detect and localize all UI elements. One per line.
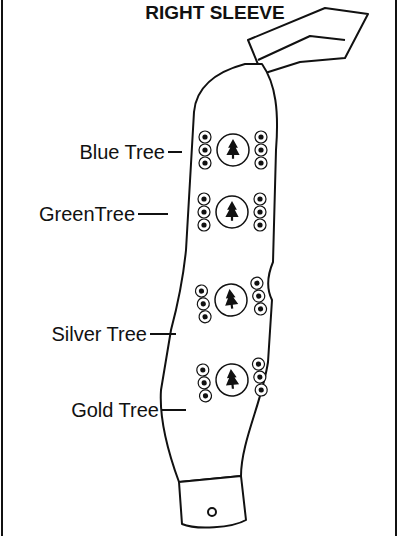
patch-mark <box>201 222 206 227</box>
shoulder-seam <box>258 36 345 60</box>
small-patch <box>198 376 211 389</box>
patch-group <box>199 131 267 169</box>
patch-mark <box>200 367 206 373</box>
patch-group <box>195 276 268 323</box>
leader-line <box>138 213 168 215</box>
tree-symbol <box>224 368 239 389</box>
patch-mark <box>200 301 206 307</box>
tree-patch <box>217 134 249 166</box>
small-patch <box>255 144 267 156</box>
tree-symbol <box>225 201 238 221</box>
frame-line <box>395 0 397 536</box>
patch-mark <box>202 160 207 165</box>
cuff-button <box>208 508 216 516</box>
patch-label: Gold Tree <box>71 399 159 421</box>
patch-mark <box>257 374 263 380</box>
patch-mark <box>258 387 264 393</box>
tree-symbol <box>226 139 239 159</box>
patch-mark <box>201 209 206 214</box>
small-patch <box>253 370 266 383</box>
small-patch <box>252 289 266 303</box>
small-patch <box>195 284 209 298</box>
patch-group <box>198 193 266 231</box>
small-patch <box>255 131 267 143</box>
small-patch <box>198 310 212 324</box>
tree-patch <box>216 196 248 228</box>
patch-mark <box>258 306 264 312</box>
small-patch <box>199 157 211 169</box>
patch-mark <box>258 160 263 165</box>
patch-mark <box>257 196 262 201</box>
small-patch <box>254 219 266 231</box>
small-patch <box>255 157 267 169</box>
small-patch <box>196 297 210 311</box>
patch-mark <box>201 380 207 386</box>
tree-patch <box>213 282 249 318</box>
small-patch <box>254 206 266 218</box>
patch-label: GreenTree <box>39 203 135 225</box>
patch-mark <box>257 222 262 227</box>
small-patch <box>254 302 268 316</box>
sleeve-cuff <box>179 476 246 527</box>
tree-patch <box>214 362 249 397</box>
patch-mark <box>199 288 205 294</box>
small-patch <box>254 193 266 205</box>
small-patch <box>198 193 210 205</box>
frame-line <box>1 0 3 536</box>
small-patch <box>199 144 211 156</box>
patch-label: Blue Tree <box>79 141 165 163</box>
small-patch <box>196 363 209 376</box>
patch-mark <box>258 147 263 152</box>
patch-mark <box>202 134 207 139</box>
small-patch <box>255 383 268 396</box>
tree-symbol <box>223 288 239 309</box>
small-patch <box>199 131 211 143</box>
patch-label: Silver Tree <box>51 323 147 345</box>
leader-line <box>162 409 186 411</box>
patch-mark <box>256 293 262 299</box>
patch-mark <box>201 196 206 201</box>
small-patch <box>199 389 212 402</box>
small-patch <box>250 276 264 290</box>
sleeve-title: RIGHT SLEEVE <box>145 2 284 24</box>
small-patch <box>198 219 210 231</box>
patch-mark <box>203 393 209 399</box>
leader-line <box>150 333 176 335</box>
patch-group <box>196 358 268 403</box>
patch-mark <box>254 280 260 286</box>
patch-mark <box>256 361 262 367</box>
patch-mark <box>258 134 263 139</box>
leader-line <box>168 151 182 153</box>
patch-mark <box>202 147 207 152</box>
patch-mark <box>257 209 262 214</box>
small-patch <box>252 358 265 371</box>
small-patch <box>198 206 210 218</box>
sleeve-outline <box>161 64 277 482</box>
patch-mark <box>202 314 208 320</box>
